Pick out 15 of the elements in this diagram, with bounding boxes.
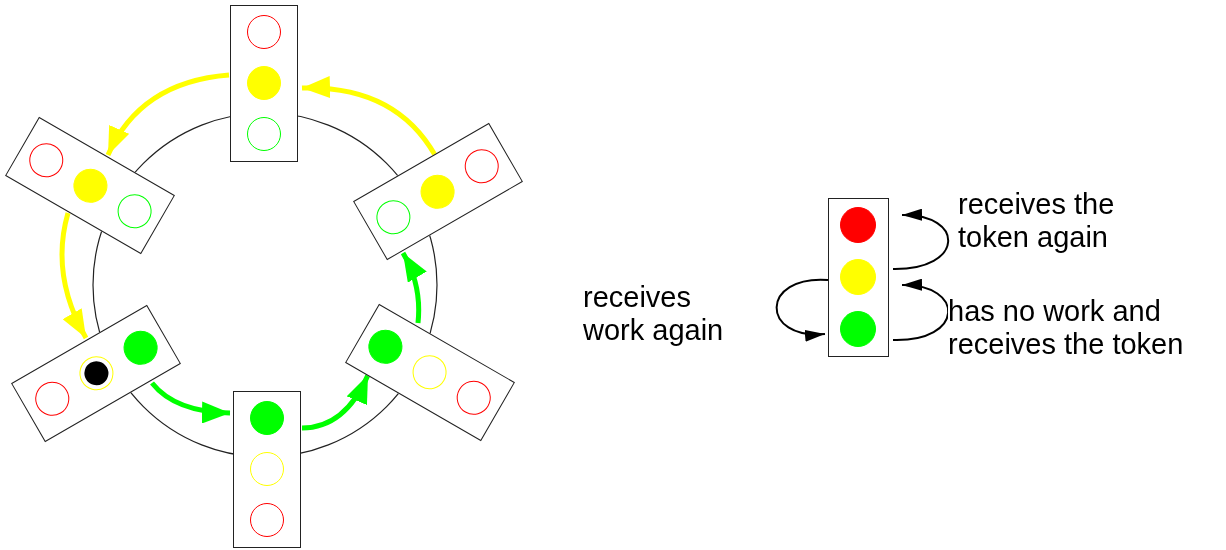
signal-lamp <box>840 311 876 347</box>
arrow <box>892 210 950 270</box>
arrow <box>400 251 427 324</box>
traffic-light <box>233 390 301 548</box>
arrow <box>775 279 829 341</box>
arrow <box>59 212 89 340</box>
arrow <box>150 381 231 423</box>
arrow <box>301 373 371 431</box>
signal-lamp <box>840 259 876 295</box>
arrow <box>892 280 950 341</box>
traffic-light <box>230 4 298 162</box>
signal-lamp <box>840 207 876 243</box>
traffic-light <box>827 197 889 357</box>
arrow <box>302 77 438 157</box>
arrow <box>105 72 230 157</box>
